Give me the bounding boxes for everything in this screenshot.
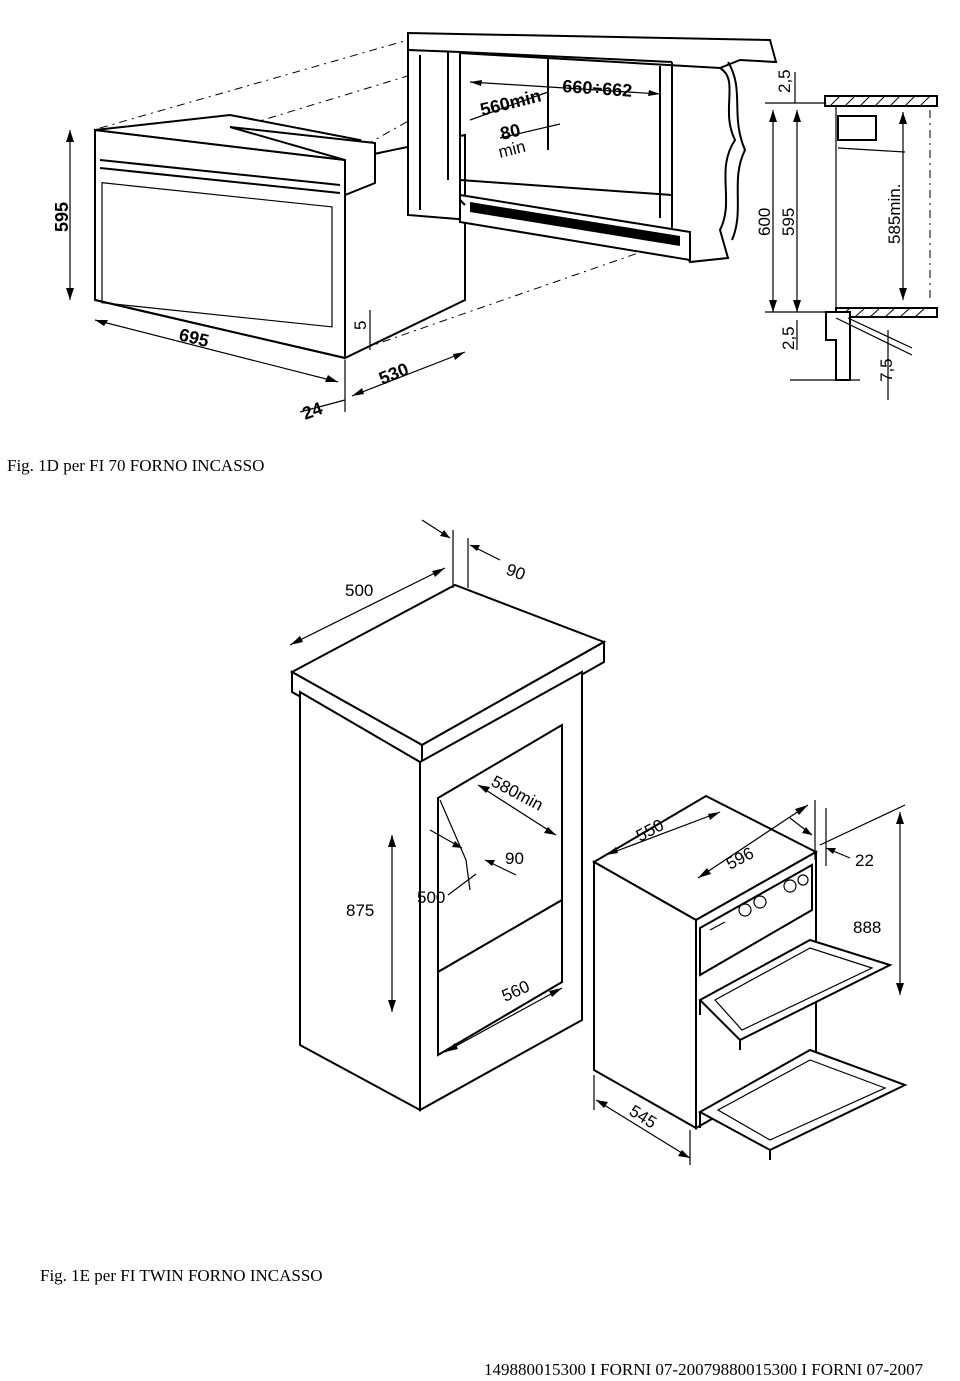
dim-595-left: 595 <box>52 202 72 232</box>
dim-660-662: 660÷662 <box>562 76 633 101</box>
footer-code: 149880015300 I FORNI 07-20079880015300 I… <box>484 1360 924 1379</box>
dim-695: 695 <box>177 324 211 351</box>
fig-1d-caption: Fig. 1D per FI 70 FORNO INCASSO <box>7 456 265 475</box>
dim-600: 600 <box>755 208 774 236</box>
dim-595-side: 595 <box>779 208 798 236</box>
fig-1d-drawing: 595 695 5 530 24 660÷662 560min 80 min 2… <box>52 31 938 424</box>
dim-2-5-top: 2,5 <box>775 69 794 93</box>
dim-560min: 560min <box>478 85 543 119</box>
fig-1e-drawing: 500 90 580min 90 500 875 560 <box>289 519 908 1165</box>
dim-22: 22 <box>855 851 874 870</box>
dim-90-top: 90 <box>504 560 528 584</box>
dim-90-mid: 90 <box>505 849 524 868</box>
dim-545: 545 <box>626 1101 660 1132</box>
dim-80-min: min <box>496 137 527 162</box>
dim-888: 888 <box>853 918 881 937</box>
dim-5: 5 <box>351 321 370 330</box>
dim-875: 875 <box>346 901 374 920</box>
dim-500-mid: 500 <box>417 888 445 907</box>
dim-2-5-bottom: 2,5 <box>779 326 798 350</box>
dim-80: 80 <box>498 120 522 144</box>
dim-500-top: 500 <box>345 581 373 600</box>
dim-585min: 585min. <box>885 184 904 244</box>
dim-530: 530 <box>376 359 411 389</box>
fig-1e-caption: Fig. 1E per FI TWIN FORNO INCASSO <box>40 1266 323 1285</box>
dim-24: 24 <box>300 398 326 424</box>
dim-7-5: 7,5 <box>877 358 896 382</box>
